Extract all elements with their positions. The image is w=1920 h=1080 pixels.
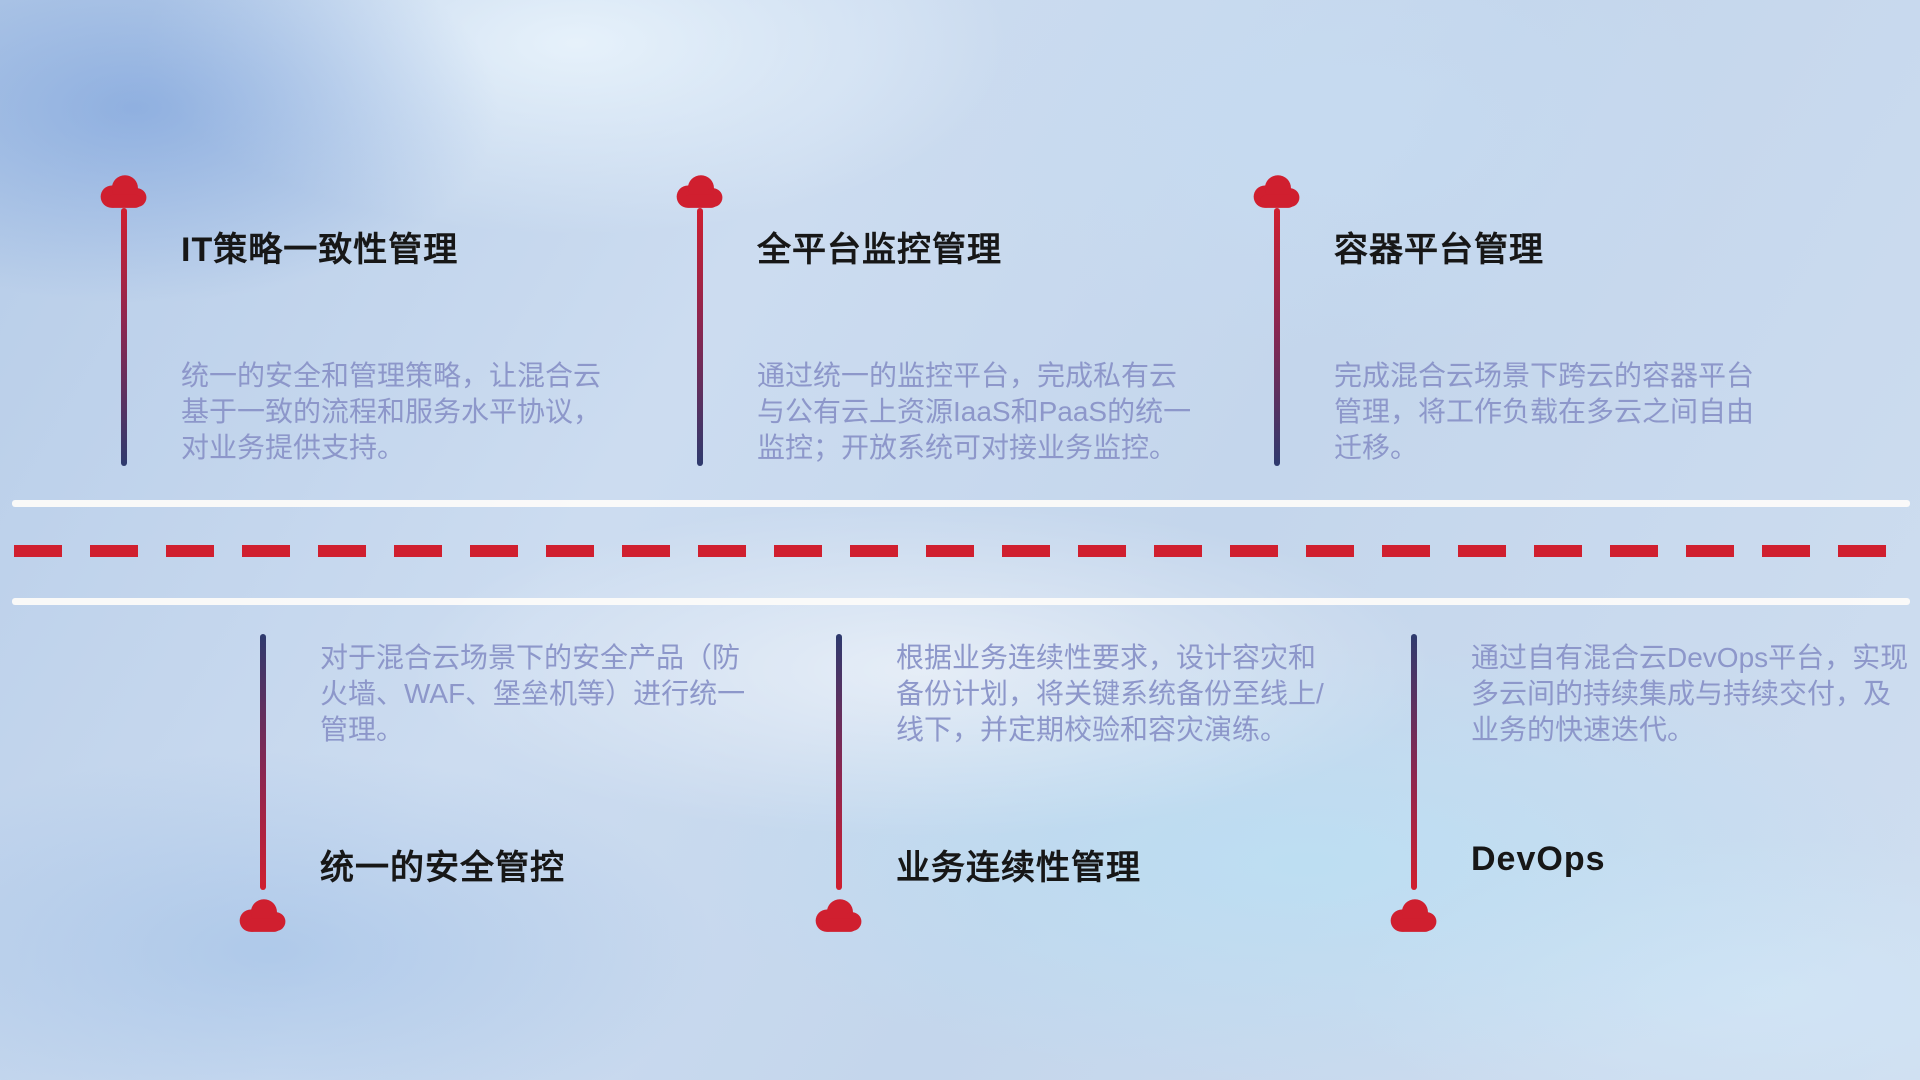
capability-description: 根据业务连续性要求，设计容灾和备份计划，将关键系统备份至线上/线下，并定期校验和… [896, 642, 1324, 745]
capability-title: 统一的安全管控 [320, 849, 565, 887]
road-edge-line-top [12, 500, 1910, 507]
capability-item-devops: 通过自有混合云DevOps平台，实现多云间的持续集成与持续交付，及业务的快速迭代… [1386, 634, 1920, 954]
timeline-connector-line [121, 208, 127, 466]
timeline-connector-line [836, 634, 842, 890]
road-edge-line-bottom [12, 598, 1910, 605]
cloud-icon [811, 896, 867, 936]
capability-description: 完成混合云场景下跨云的容器平台管理，将工作负载在多云之间自由迁移。 [1334, 360, 1755, 463]
cloud-icon [1249, 172, 1305, 212]
cloud-icon [235, 896, 291, 936]
capability-title: IT策略一致性管理 [181, 231, 459, 269]
timeline-connector-line [1274, 208, 1280, 466]
timeline-connector-line [260, 634, 266, 890]
timeline-connector-line [1411, 634, 1417, 890]
capability-title: 容器平台管理 [1334, 231, 1544, 269]
capability-description: 统一的安全和管理策略，让混合云基于一致的流程和服务水平协议，对业务提供支持。 [181, 360, 602, 463]
road-dashed-center-line [14, 545, 1908, 557]
capability-item-unified-security: 对于混合云场景下的安全产品（防火墙、WAF、堡垒机等）进行统一管理。 统一的安全… [235, 634, 775, 954]
timeline-connector-line [697, 208, 703, 466]
capability-item-container-platform: 容器平台管理 完成混合云场景下跨云的容器平台管理，将工作负载在多云之间自由迁移。 [1249, 172, 1789, 512]
capability-title: 业务连续性管理 [896, 849, 1141, 887]
cloud-icon [1386, 896, 1442, 936]
capability-description: 通过统一的监控平台，完成私有云与公有云上资源IaaS和PaaS的统一监控；开放系… [757, 360, 1192, 463]
capability-item-it-policy: IT策略一致性管理 统一的安全和管理策略，让混合云基于一致的流程和服务水平协议，… [96, 172, 636, 512]
capability-title: DevOps [1471, 840, 1606, 878]
capability-description: 对于混合云场景下的安全产品（防火墙、WAF、堡垒机等）进行统一管理。 [320, 642, 746, 745]
cloud-icon [96, 172, 152, 212]
capability-item-platform-monitoring: 全平台监控管理 通过统一的监控平台，完成私有云与公有云上资源IaaS和PaaS的… [672, 172, 1212, 512]
capability-item-business-continuity: 根据业务连续性要求，设计容灾和备份计划，将关键系统备份至线上/线下，并定期校验和… [811, 634, 1351, 954]
cloud-icon [672, 172, 728, 212]
capability-description: 通过自有混合云DevOps平台，实现多云间的持续集成与持续交付，及业务的快速迭代… [1471, 642, 1909, 745]
capability-title: 全平台监控管理 [757, 231, 1002, 269]
